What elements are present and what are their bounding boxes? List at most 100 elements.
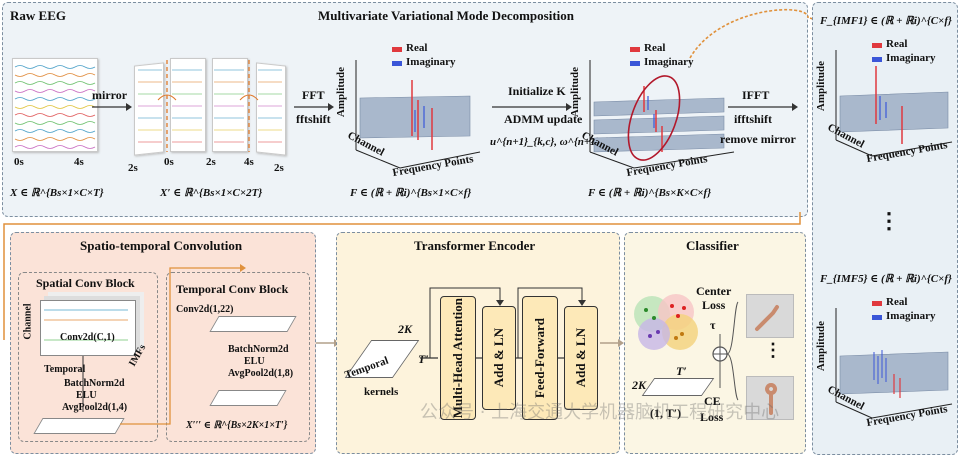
mvmd-title: Multivariate Variational Mode Decomposit… — [318, 8, 575, 23]
legend-real-imf1: Real — [886, 38, 908, 50]
center-loss-label: Loss — [702, 298, 726, 312]
imf1-plot — [820, 36, 956, 166]
classifier-onet: (1, T′) — [650, 406, 682, 420]
transformer-kernels: kernels — [364, 386, 399, 398]
hand-icon-1 — [755, 305, 779, 331]
f-formula: F ∈ (ℝ + ℝi)^{Bs×1×C×f} — [350, 186, 471, 199]
axis-amplitude-k: Amplitude — [569, 66, 582, 118]
legend-real-swatch-k — [630, 47, 640, 52]
legend-imag-swatch-imf5 — [872, 315, 882, 320]
spectrum-plot-k — [574, 40, 744, 180]
x3-formula: X′′′ ∈ ℝ^{Bs×2K×1×T′} — [186, 420, 287, 431]
legend-imag-swatch-k — [630, 61, 640, 66]
mha-block: Multi-Head Attention — [440, 296, 476, 420]
mirror-tick-2: 0s — [164, 156, 174, 168]
mirror-tick-5: 2s — [274, 162, 284, 174]
fk-formula-text: F ∈ (ℝ + ℝi)^{Bs×K×C×f} — [588, 187, 712, 199]
conv-spatial-label: Conv2d(C,1) — [60, 332, 115, 343]
mirror-tick-3: 2s — [206, 156, 216, 168]
spatial-to-temporal-arrow — [120, 264, 246, 425]
axis-amplitude-1: Amplitude — [335, 66, 348, 118]
mirrored-sheet-2 — [170, 58, 206, 152]
fk-formula: F ∈ (ℝ + ℝi)^{Bs×K×C×f} — [588, 186, 711, 199]
imf5-plot-graphic — [835, 308, 953, 419]
imf1-formula: F_{IMF1} ∈ (ℝ + ℝi)^{C×f} — [820, 14, 952, 27]
ce-label: CE — [704, 394, 721, 408]
avgpool-label-1: AvgPool2d(1,4) — [62, 402, 128, 413]
legend-real-imf5: Real — [886, 296, 908, 308]
legend-imag-swatch-imf1 — [872, 57, 882, 62]
legend-imag-imf1: Imaginary — [886, 52, 936, 64]
flow-connector — [3, 212, 801, 340]
bn-label-2: BatchNorm2d — [228, 344, 289, 355]
stconv-title: Spatio-temporal Convolution — [80, 238, 243, 253]
legend-real-1: Real — [406, 42, 428, 54]
init-label: Initialize K — [508, 84, 566, 98]
mirror-traces — [138, 60, 282, 152]
ifftshift-label: ifftshift — [734, 112, 772, 126]
raw-eeg-signal — [12, 58, 98, 152]
legend-real-swatch-1 — [392, 47, 402, 52]
ff-block: Feed-Forward — [522, 296, 558, 420]
bn-label-1: BatchNorm2d — [64, 378, 125, 389]
legend-real-swatch-imf5 — [872, 301, 882, 306]
legend-imag-k: Imaginary — [644, 56, 694, 68]
legend-imag-1: Imaginary — [406, 56, 456, 68]
imf5-formula: F_{IMF5} ∈ (ℝ + ℝi)^{C×f} — [820, 272, 952, 285]
fft-arrow — [294, 103, 334, 111]
transformer-to-classifier-arrow — [600, 339, 624, 347]
channel-label: Channel — [22, 303, 34, 340]
x3-formula-text: X′′′ ∈ ℝ^{Bs×2K×1×T′} — [186, 420, 288, 431]
hand-ellipsis: ⋮ — [764, 340, 782, 360]
admm-label: ADMM update — [504, 112, 583, 126]
loss-sum — [712, 301, 739, 401]
center-label: Center — [696, 284, 732, 298]
remove-mirror-label: remove mirror — [720, 132, 796, 146]
mirror-tick-4: 4s — [244, 156, 254, 168]
tau-label: τ — [710, 318, 716, 332]
spectrum-plot-1-graphic — [355, 60, 481, 169]
spatial-conv-block — [18, 272, 158, 442]
spatial-block-title: Spatial Conv Block — [36, 276, 135, 290]
elu-label-2: ELU — [244, 356, 265, 367]
raw-time-end: 4s — [74, 156, 84, 168]
admm-arrow — [492, 103, 572, 111]
axis-amplitude-imf5: Amplitude — [815, 320, 828, 372]
transformer-tprime: T′ — [418, 352, 429, 366]
temporal-conv-block — [166, 272, 310, 442]
mirrored-sheet-3 — [212, 58, 248, 152]
classifier-2k: 2K — [632, 378, 647, 392]
addln-block-2: Add & LN — [564, 306, 598, 410]
legend-imag-imf5: Imaginary — [886, 310, 936, 322]
spectrum-plot-k-graphic — [589, 60, 735, 169]
raw-time-start: 0s — [14, 156, 24, 168]
axis-amplitude-imf1: Amplitude — [815, 60, 828, 112]
ifft-label: IFFT — [742, 88, 770, 102]
x-prime-formula-text: X′ ∈ ℝ^{Bs×1×C×2T} — [160, 187, 263, 199]
hand-image-2 — [746, 376, 794, 420]
imf-ellipsis: ⋮ — [878, 208, 900, 233]
transformer-connections — [420, 287, 586, 359]
temporal-label-1: Temporal — [44, 364, 86, 375]
conv-temporal-label: Conv2d(1,22) — [176, 304, 234, 315]
ifft-arrow — [728, 103, 798, 111]
legend-imag-swatch-1 — [392, 61, 402, 66]
spatial-input-tensor — [40, 300, 136, 356]
temporal-block-title: Temporal Conv Block — [176, 282, 289, 296]
classifier-tprime: T′ — [676, 364, 687, 378]
x-formula-text: X ∈ ℝ^{Bs×1×C×T} — [10, 187, 104, 199]
watermark-text: 公众号 · 上海交通大学机器脑机工程研究中心 — [420, 402, 780, 423]
elu-label-1: ELU — [76, 390, 97, 401]
avgpool-label-2: AvgPool2d(1,8) — [228, 368, 294, 379]
legend-real-swatch-imf1 — [872, 43, 882, 48]
x-formula: X ∈ ℝ^{Bs×1×C×T} — [10, 186, 104, 199]
imf5-plot — [820, 294, 956, 434]
eeg-traces — [14, 65, 96, 149]
spectrum-plot-1 — [340, 40, 490, 180]
mirror-label: mirror — [92, 88, 128, 102]
imf5-formula-text: F_{IMF5} ∈ (ℝ + ℝi)^{C×f} — [820, 273, 952, 285]
hand-icon-2 — [765, 383, 778, 415]
spatial-tensor-traces — [44, 309, 128, 341]
watermark: 公众号 · 上海交通大学机器脑机工程研究中心 — [420, 398, 779, 424]
imf1-plot-graphic — [835, 50, 953, 157]
